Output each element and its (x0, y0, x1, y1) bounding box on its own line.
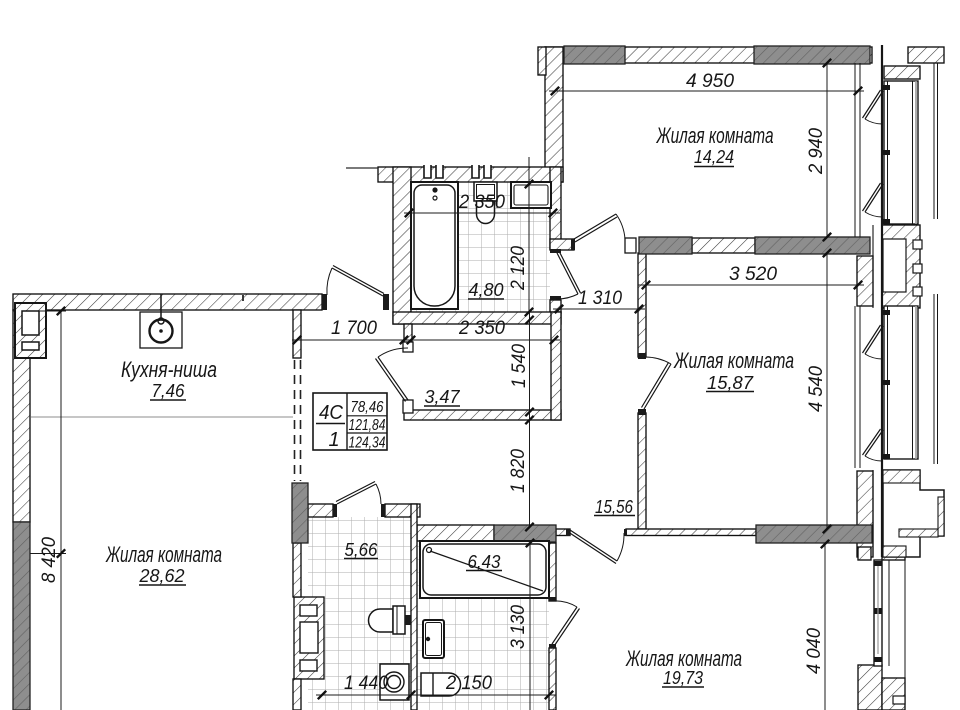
svg-text:4 950: 4 950 (686, 71, 734, 92)
svg-text:4 540: 4 540 (806, 366, 827, 412)
svg-text:1 700: 1 700 (331, 318, 377, 339)
svg-text:2 940: 2 940 (806, 128, 827, 175)
svg-text:1: 1 (328, 429, 339, 451)
svg-text:1 440: 1 440 (344, 673, 388, 694)
svg-text:3 130: 3 130 (508, 605, 529, 649)
svg-text:3 520: 3 520 (729, 264, 777, 285)
svg-text:1 820: 1 820 (508, 449, 529, 493)
svg-text:124,34: 124,34 (349, 435, 386, 452)
svg-text:121,84: 121,84 (349, 417, 386, 434)
svg-text:5,66: 5,66 (345, 540, 379, 560)
svg-text:4С: 4С (319, 402, 344, 424)
svg-text:Жилая комната: Жилая комната (105, 542, 222, 567)
svg-text:Жилая комната: Жилая комната (673, 348, 794, 373)
svg-text:1 540: 1 540 (509, 344, 530, 388)
svg-text:78,46: 78,46 (351, 399, 384, 416)
svg-text:4 040: 4 040 (804, 628, 825, 674)
svg-text:3,47: 3,47 (425, 387, 461, 407)
svg-text:4,80: 4,80 (469, 280, 504, 300)
svg-text:15,56: 15,56 (595, 497, 634, 517)
svg-text:2 350: 2 350 (458, 318, 505, 339)
svg-text:15,87: 15,87 (707, 373, 754, 393)
svg-text:6,43: 6,43 (468, 552, 501, 572)
svg-text:19,73: 19,73 (663, 668, 703, 688)
svg-text:Кухня-ниша: Кухня-ниша (121, 357, 217, 382)
svg-text:2 120: 2 120 (508, 246, 529, 291)
svg-text:Жилая комната: Жилая комната (656, 123, 774, 148)
svg-text:14,24: 14,24 (694, 147, 734, 167)
svg-text:2 150: 2 150 (445, 673, 492, 694)
svg-text:Жилая комната: Жилая комната (625, 646, 742, 671)
svg-text:2 350: 2 350 (458, 192, 505, 213)
svg-text:7,46: 7,46 (152, 381, 186, 401)
svg-text:8 420: 8 420 (39, 537, 60, 583)
svg-text:1 310: 1 310 (578, 288, 622, 309)
svg-text:28,62: 28,62 (139, 566, 185, 586)
